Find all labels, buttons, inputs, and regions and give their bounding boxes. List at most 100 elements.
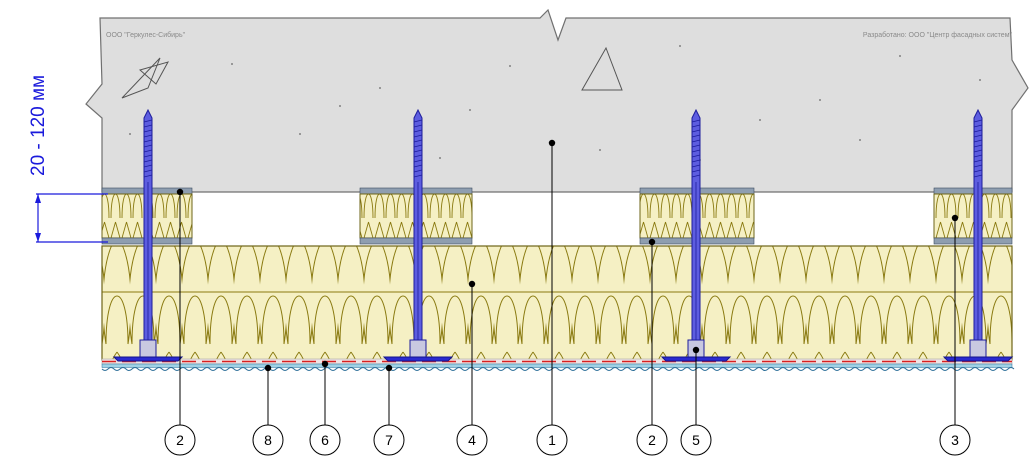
anchor-thread bbox=[691, 169, 701, 173]
insulation-block bbox=[933, 193, 1013, 239]
main-insulation-layer bbox=[101, 245, 1013, 361]
finish-membrane bbox=[101, 363, 1013, 368]
anchor-thread bbox=[143, 149, 153, 153]
dimension-arrow-top bbox=[35, 194, 41, 203]
aggregate-dot bbox=[599, 149, 601, 151]
anchor-thread bbox=[973, 134, 983, 138]
aggregate-dot bbox=[819, 99, 821, 101]
anchor-thread bbox=[691, 149, 701, 153]
concrete-wall bbox=[85, 8, 1029, 193]
anchor-cap bbox=[969, 339, 987, 359]
anchor-thread bbox=[691, 124, 701, 128]
callout: 5 bbox=[680, 346, 712, 456]
callout-dot bbox=[468, 280, 476, 288]
callout-number: 2 bbox=[176, 432, 184, 448]
callout-circle bbox=[373, 424, 405, 456]
facade-anchor bbox=[382, 108, 454, 362]
anchor-thread bbox=[413, 119, 423, 123]
aggregate-dot bbox=[231, 63, 233, 65]
callout: 1 bbox=[536, 139, 568, 456]
aggregate-dot bbox=[439, 157, 441, 159]
anchor-thread bbox=[973, 159, 983, 163]
thickness-dimension bbox=[35, 193, 108, 243]
anchor-thread bbox=[973, 169, 983, 173]
callout-dot bbox=[264, 364, 272, 372]
anchor-thread bbox=[973, 129, 983, 133]
callout-number: 2 bbox=[648, 432, 656, 448]
anchor-thread bbox=[143, 139, 153, 143]
aggregate-dot bbox=[379, 87, 381, 89]
anchor-plate bbox=[382, 356, 454, 362]
dimension-label: 20 - 120 мм bbox=[28, 75, 49, 176]
aggregate-dot bbox=[679, 45, 681, 47]
anchor-thread bbox=[143, 134, 153, 138]
anchor-thread bbox=[691, 134, 701, 138]
aggregate-dot bbox=[859, 139, 861, 141]
render-layer bbox=[101, 358, 1015, 371]
anchor-thread bbox=[413, 129, 423, 133]
anchor-thread bbox=[413, 144, 423, 148]
anchor-thread bbox=[413, 134, 423, 138]
anchor-thread bbox=[413, 174, 423, 178]
callout-number: 7 bbox=[385, 432, 393, 448]
anchor-thread bbox=[691, 159, 701, 163]
aggregate-dot bbox=[899, 55, 901, 57]
anchor-thread bbox=[143, 144, 153, 148]
callout-circle bbox=[252, 424, 284, 456]
callout: 8 bbox=[252, 364, 284, 456]
callout-number: 5 bbox=[692, 432, 700, 448]
anchor-cap bbox=[409, 339, 427, 359]
callout-dot bbox=[951, 214, 959, 222]
adhesive-insulation-blocks bbox=[101, 187, 1013, 245]
callout-circle bbox=[309, 424, 341, 456]
anchor-thread bbox=[691, 174, 701, 178]
dimension-arrow-bottom bbox=[35, 233, 41, 242]
anchor-thread bbox=[413, 124, 423, 128]
anchor-thread bbox=[691, 164, 701, 168]
anchor-thread bbox=[413, 159, 423, 163]
glue-layer bbox=[933, 237, 1013, 245]
aggregate-dot bbox=[469, 109, 471, 111]
callout-dot bbox=[385, 364, 393, 372]
adhesive-block bbox=[933, 187, 1013, 245]
anchor-thread bbox=[143, 124, 153, 128]
anchor-thread bbox=[413, 139, 423, 143]
anchor-thread bbox=[143, 164, 153, 168]
anchor-thread bbox=[143, 174, 153, 178]
anchor-thread bbox=[413, 154, 423, 158]
callout: 7 bbox=[373, 364, 405, 456]
anchor-thread bbox=[691, 129, 701, 133]
anchor-thread bbox=[973, 119, 983, 123]
anchor-thread bbox=[691, 119, 701, 123]
anchor-plate bbox=[112, 356, 184, 362]
callout-circle bbox=[939, 424, 971, 456]
anchor-thread bbox=[143, 119, 153, 123]
facade-anchor bbox=[942, 108, 1014, 362]
anchor-thread bbox=[413, 164, 423, 168]
aggregate-dot bbox=[299, 133, 301, 135]
aggregate-triangle bbox=[121, 57, 161, 99]
anchor-thread bbox=[691, 154, 701, 158]
callout-circle bbox=[636, 424, 668, 456]
anchor-thread bbox=[973, 154, 983, 158]
anchor-thread bbox=[413, 149, 423, 153]
anchor-thread bbox=[413, 169, 423, 173]
anchor-cap bbox=[139, 339, 157, 359]
facade-anchor bbox=[112, 108, 184, 362]
anchor-thread bbox=[143, 159, 153, 163]
aggregate-dot bbox=[509, 65, 511, 67]
anchor-thread bbox=[973, 144, 983, 148]
anchor-plate bbox=[942, 356, 1014, 362]
callout-number: 6 bbox=[321, 432, 329, 448]
aggregate-dot bbox=[759, 119, 761, 121]
callout-dot bbox=[321, 360, 329, 368]
callout-dot bbox=[648, 238, 656, 246]
aggregate-dot bbox=[129, 133, 131, 135]
callout-dot bbox=[176, 188, 184, 196]
callout-number: 3 bbox=[951, 432, 959, 448]
anchor-thread bbox=[143, 154, 153, 158]
anchor-thread bbox=[973, 164, 983, 168]
anchor-thread bbox=[143, 129, 153, 133]
